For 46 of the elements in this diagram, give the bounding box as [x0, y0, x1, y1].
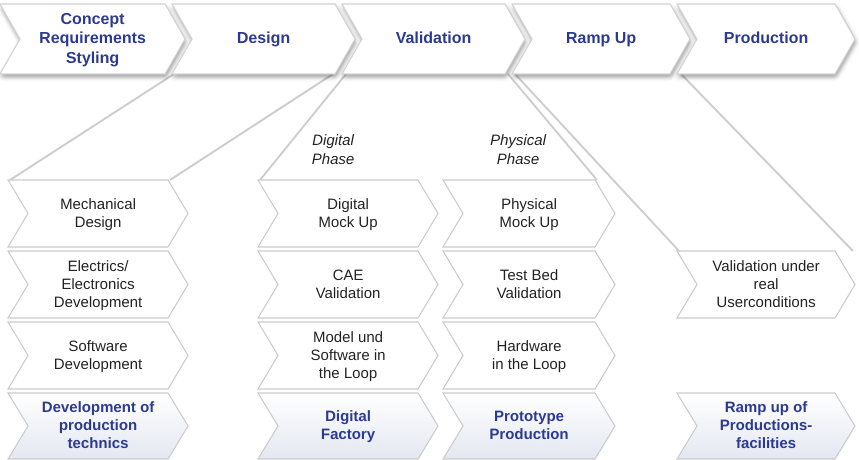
phase-tile	[512, 4, 690, 74]
step-label: Digital Mock Up	[317, 196, 379, 232]
step-tile	[258, 180, 438, 247]
step-tile	[258, 251, 438, 318]
step-label: Validation under real Userconditions	[711, 258, 821, 312]
step-label: Model und Software in the Loop	[309, 328, 387, 382]
phase-tile	[677, 4, 855, 74]
step-tile	[8, 180, 188, 247]
connector-line	[259, 73, 347, 181]
step-label: Hardware in the Loop	[490, 338, 568, 374]
production-tile	[677, 393, 855, 459]
step-label: Production	[724, 29, 808, 49]
phase-tile	[342, 4, 525, 74]
step-tile	[443, 180, 615, 247]
production-tile	[443, 393, 615, 459]
step-label: Test Bed Validation	[496, 266, 562, 302]
production-tile	[258, 393, 438, 459]
connector-line	[507, 73, 598, 181]
step-tile	[443, 322, 615, 389]
connector-line	[9, 73, 175, 181]
step-label: Software Development	[52, 338, 144, 374]
connector-line	[680, 73, 854, 252]
phase-tile	[0, 4, 185, 74]
phase-tile	[172, 4, 355, 74]
step-label: Digital Factory	[320, 408, 376, 444]
phase-heading: Digital Phase	[310, 132, 356, 170]
step-tile	[8, 322, 188, 389]
step-label: Development of production technics	[40, 399, 156, 453]
step-label: Physical Mock Up	[498, 196, 560, 232]
step-label: Ramp up of Productions-facilities	[718, 399, 814, 453]
phase-heading: Physical Phase	[489, 132, 548, 170]
step-tile	[677, 251, 855, 318]
connector-line	[169, 73, 334, 181]
step-label: Prototype Production	[488, 408, 570, 444]
step-label: Mechanical Design	[59, 196, 137, 232]
step-label: Ramp Up	[566, 29, 636, 49]
step-tile	[8, 251, 188, 318]
step-label: Design	[236, 29, 290, 49]
step-label: CAE Validation	[314, 266, 382, 302]
step-tile	[258, 322, 438, 389]
step-label: Electrics/ Electronics Development	[52, 258, 144, 312]
step-tile	[443, 251, 615, 318]
connector-line	[514, 73, 680, 252]
production-tile	[8, 393, 188, 459]
step-label: Validation	[396, 29, 472, 49]
step-label: Concept Requirements Styling	[38, 10, 147, 68]
